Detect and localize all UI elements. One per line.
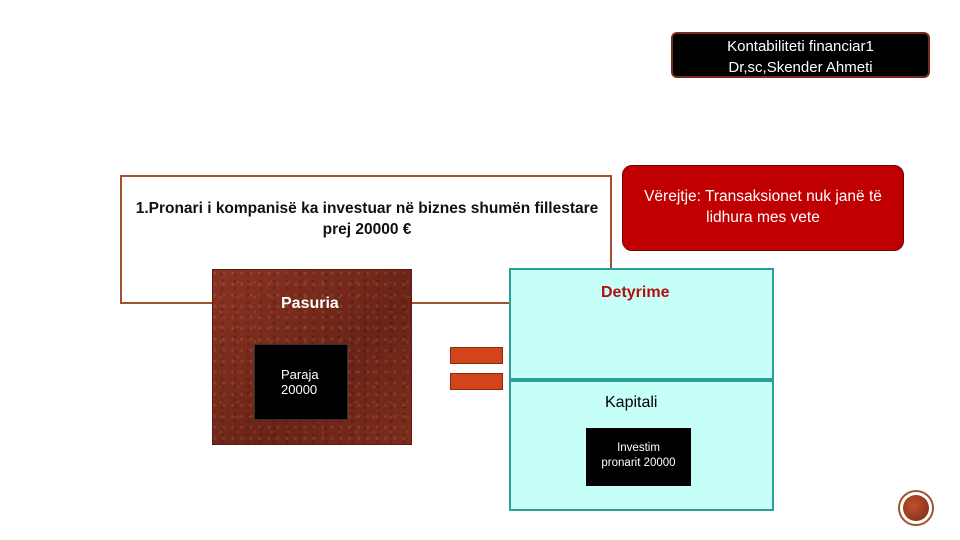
investment-label: Investim [617,442,660,454]
cash-label: Paraja [281,367,319,382]
equity-title: Kapitali [605,394,658,411]
owner-investment-item: Investim pronarit 20000 [586,428,691,486]
course-title: Kontabiliteti financiar1 [727,38,874,55]
equals-sign-bottom-bar [450,373,503,390]
liabilities-title: Detyrime [601,284,670,301]
cash-amount: 20000 [281,382,318,397]
course-title-box: Kontabiliteti financiar1 Dr,sc,Skender A… [671,32,930,78]
liabilities-panel [509,268,774,380]
lecturer-name: Dr,sc,Skender Ahmeti [728,59,873,76]
note-callout: Vërejtje: Transaksionet nuk janë të lidh… [622,165,904,251]
page-badge-inner [903,495,929,521]
assets-title: Pasuria [281,295,339,312]
investment-amount: pronarit 20000 [601,457,676,469]
cash-item: Paraja 20000 [254,344,348,420]
transaction-statement: 1.Pronari i kompanisë ka investuar në bi… [135,200,599,238]
equals-sign-top-bar [450,347,503,364]
